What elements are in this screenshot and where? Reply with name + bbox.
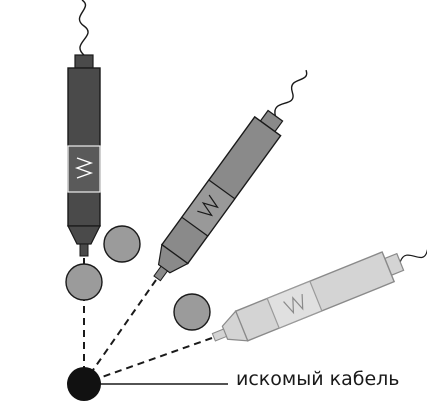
probe-low-angle xyxy=(208,227,427,353)
probe-low-angle-tip xyxy=(212,329,226,341)
probe-low-angle-wire xyxy=(399,237,427,266)
position-ball-3 xyxy=(174,294,210,330)
probe-vertical-label-band xyxy=(68,146,100,192)
position-ball-1 xyxy=(66,264,102,300)
target-cable-label: искомый кабель xyxy=(236,370,400,389)
probe-vertical xyxy=(68,0,100,256)
sight-line-low-angle xyxy=(88,338,212,382)
probe-vertical-cap xyxy=(75,55,93,68)
probe-tilted xyxy=(144,62,320,288)
probe-tilted-wire xyxy=(272,69,311,119)
position-ball-2 xyxy=(104,226,140,262)
cable-dot xyxy=(67,367,101,401)
probe-vertical-wire xyxy=(79,0,88,55)
probe-vertical-cone xyxy=(68,226,100,244)
probe-vertical-tip xyxy=(80,244,88,256)
